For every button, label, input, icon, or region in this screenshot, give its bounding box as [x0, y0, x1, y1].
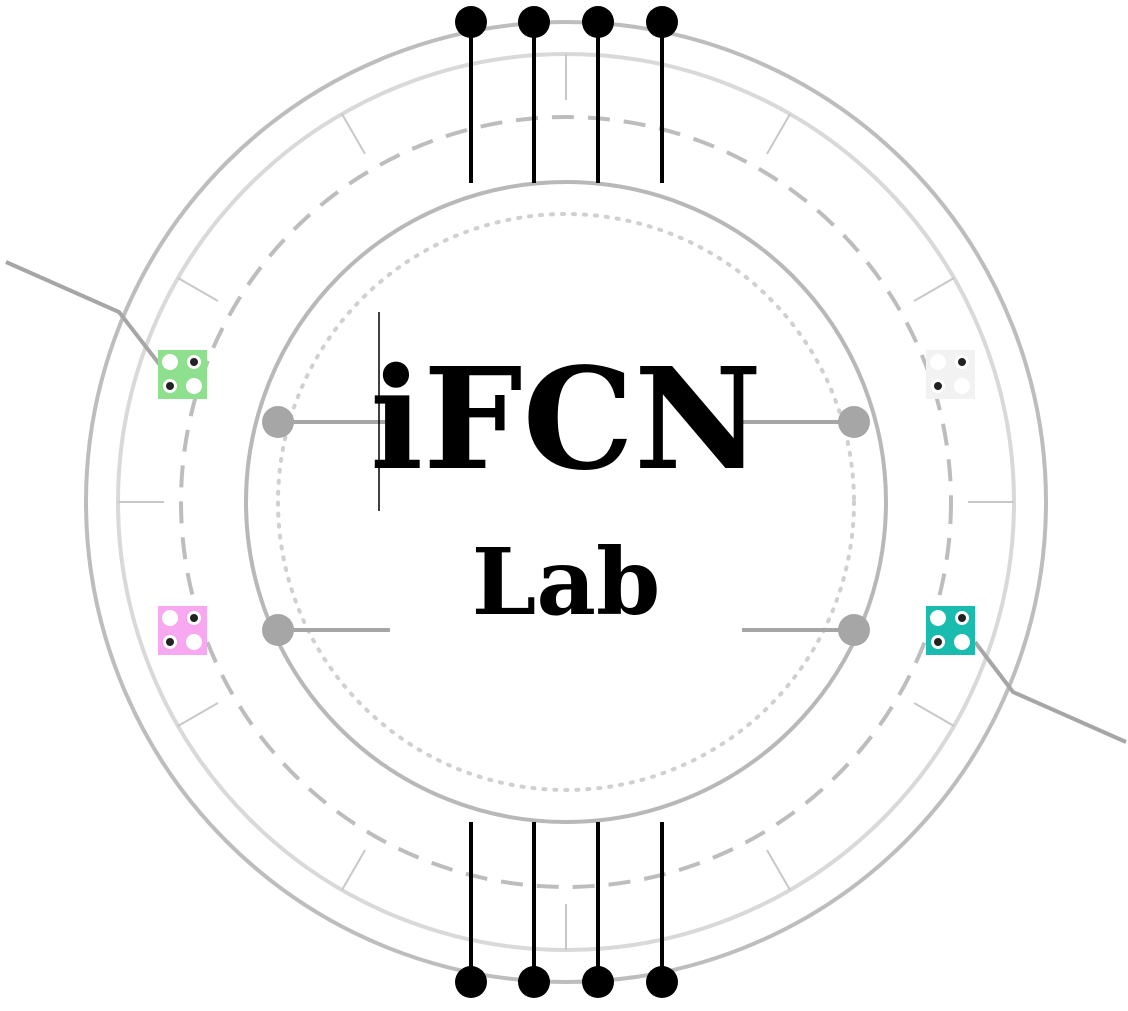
cell-dot-dark [163, 635, 177, 649]
qca-cells [158, 350, 975, 655]
cell-dot-dark [955, 611, 969, 625]
bottom-pins [455, 822, 678, 998]
tick-mark [913, 702, 955, 727]
light-ring [116, 52, 1016, 952]
top-pins [455, 6, 678, 183]
pin-head [518, 966, 550, 998]
cell-dot-dark [187, 355, 201, 369]
pin-head [518, 6, 550, 38]
cell-dot-light [954, 634, 970, 650]
pin-head [455, 966, 487, 998]
inner-ring [244, 180, 888, 824]
dotted-ring [276, 212, 856, 792]
cell-dot-light [186, 634, 202, 650]
tick-mark [341, 113, 366, 155]
connector-node [838, 406, 870, 438]
tick-mark [913, 277, 955, 302]
logo-title: iFCN [370, 338, 762, 502]
cell-dot-light [930, 354, 946, 370]
cell-dot-dark [187, 611, 201, 625]
qca-cell-pink [158, 606, 207, 655]
outer-ring [84, 20, 1048, 984]
qca-cell-green [158, 350, 207, 399]
tick-mark [766, 849, 791, 891]
tick-mark [766, 113, 791, 155]
dashed-ring [179, 115, 953, 889]
connector-node [262, 614, 294, 646]
pin-head [582, 6, 614, 38]
connector-node [838, 614, 870, 646]
pin-head [646, 966, 678, 998]
cell-dot-light [186, 378, 202, 394]
cell-dot-dark [955, 355, 969, 369]
wire-bottom-right [973, 640, 1127, 744]
qca-cell-white [926, 350, 975, 399]
pin-head [455, 6, 487, 38]
tick-mark [177, 702, 219, 727]
tick-mark [341, 849, 366, 891]
wire-top-left [5, 260, 162, 367]
pin-head [646, 6, 678, 38]
cell-dot-light [162, 610, 178, 626]
logo-subtitle: Lab [472, 528, 661, 636]
cell-dot-light [930, 610, 946, 626]
radial-ticks [118, 54, 1014, 950]
pin-head [582, 966, 614, 998]
cell-dot-light [954, 378, 970, 394]
cell-dot-dark [931, 379, 945, 393]
cell-dot-dark [931, 635, 945, 649]
qca-cell-teal [926, 606, 975, 655]
inner-connectors [262, 406, 870, 646]
cell-dot-light [162, 354, 178, 370]
tick-mark [177, 277, 219, 302]
cell-dot-dark [163, 379, 177, 393]
connector-node [262, 406, 294, 438]
